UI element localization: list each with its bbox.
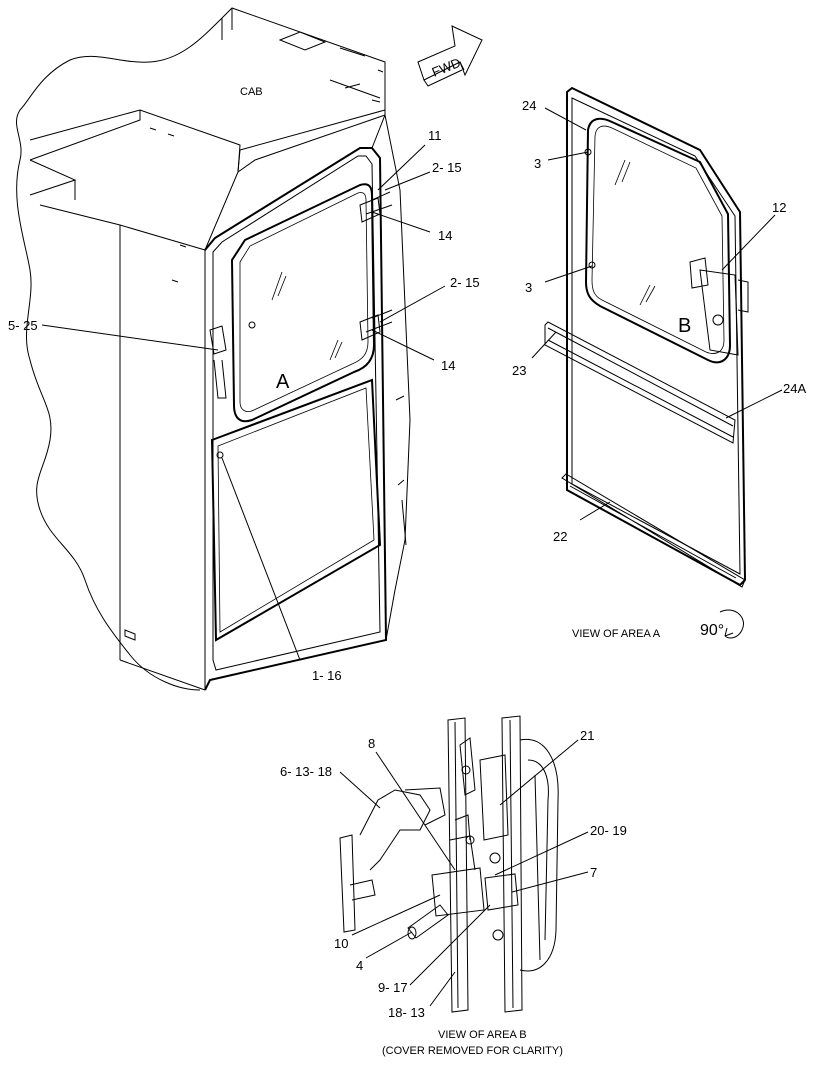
callout-23: 23 [512,363,526,378]
pin [407,904,449,939]
area-b-marker: B [678,315,691,337]
callout-10: 10 [334,936,348,951]
callout-2-15-middle: 2- 15 [450,275,480,290]
callout-4: 4 [356,958,363,973]
cab-door-upper-glass [230,183,376,423]
latch-assembly [689,257,749,356]
callout-3-middle: 3 [525,280,532,295]
area-a-callouts: 24 3 3 12 23 24A 22 [512,98,806,544]
fwd-label: FWD [430,55,463,80]
door-handle [209,325,227,399]
door-panel-outer [566,86,747,587]
view-area-a-caption: VIEW OF AREA A [572,628,661,640]
callout-3-upper: 3 [534,156,541,171]
callout-12: 12 [772,200,786,215]
callout-14-middle: 14 [441,358,455,373]
cab-main-view [15,7,411,691]
area-b-callouts: 8 21 6- 13- 18 20- 19 7 10 4 9- 17 18- 1… [280,728,627,1020]
door-panel-lower-seal [561,473,746,588]
callout-9-17: 9- 17 [378,980,408,995]
rotation-indicator: 90° [700,609,744,639]
handle-bar [544,321,736,444]
hinge-lower [359,309,393,341]
view-area-b-caption: VIEW OF AREA B [438,1029,527,1041]
callout-18-13: 18- 13 [388,1005,425,1020]
hinge-upper [359,191,393,223]
callout-6-13-18: 6- 13- 18 [280,764,332,779]
callout-22: 22 [553,529,567,544]
break-line [15,17,223,691]
callout-11: 11 [428,128,442,143]
callout-5-25: 5- 25 [8,318,38,333]
callout-24: 24 [522,98,536,113]
main-callouts: 11 2- 15 14 2- 15 14 5- 25 1- 16 [8,128,480,683]
callout-14-upper: 14 [438,228,452,243]
area-a-door-view [544,86,749,588]
cab-door-frame [204,147,388,691]
door-panel-glass [584,117,732,364]
cab-rear-panel [29,109,241,690]
door-post-right [501,715,523,1013]
rotation-label: 90° [700,622,724,639]
fwd-arrow: FWD [417,25,483,87]
cover-removed-caption: (COVER REMOVED FOR CLARITY) [382,1045,563,1057]
area-b-detail-view [339,715,559,1013]
lever-handle [359,789,431,871]
callout-7: 7 [590,865,597,880]
cab-label: CAB [240,86,263,98]
callout-2-15-upper: 2- 15 [432,160,462,175]
callout-24a: 24A [783,381,806,396]
callout-20-19: 20- 19 [590,823,627,838]
callout-1-16: 1- 16 [312,668,342,683]
door-post-left [447,717,469,1013]
area-a-marker: A [276,371,290,393]
callout-21: 21 [580,728,594,743]
latch-block [431,867,519,917]
cab-roof [221,7,386,173]
callout-8: 8 [368,736,375,751]
cab-door-lower-glass [210,378,382,642]
cover-outline [519,738,559,972]
